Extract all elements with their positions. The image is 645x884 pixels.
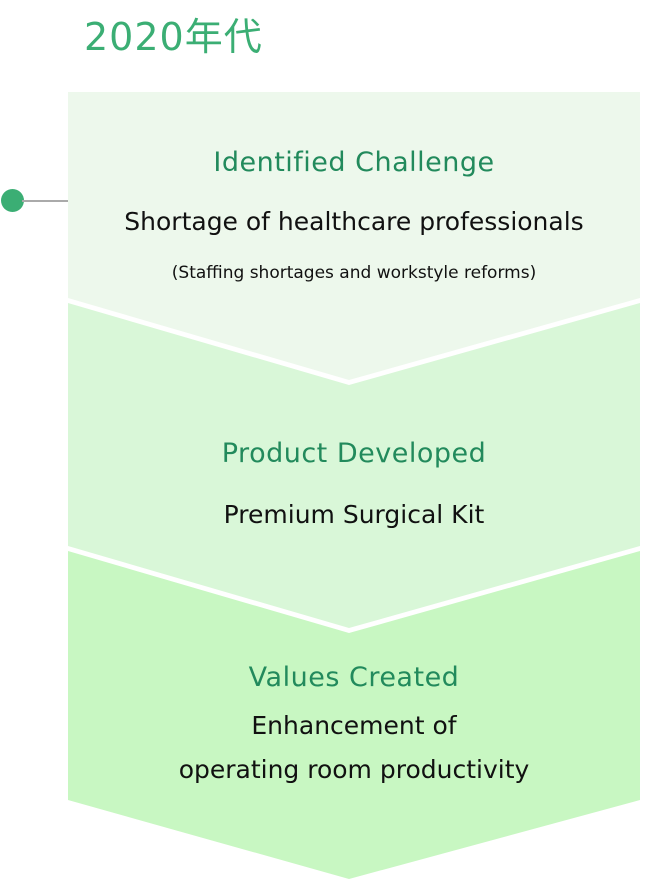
panel-values-main-line-2: operating room productivity [178,755,530,784]
panel-challenge-main: Shortage of healthcare professionals [124,207,584,236]
era-title: 2020年代 [84,15,263,59]
panel-product-heading: Product Developed [221,438,487,469]
timeline-dot [1,189,24,212]
timeline-connector-line [22,200,68,202]
panel-challenge-shape [68,92,640,380]
panel-values-main-line-1: Enhancement of [251,711,457,740]
panel-product-shape [68,303,640,628]
panel-values-shape [68,551,640,879]
panel-values-heading: Values Created [248,662,460,693]
panel-challenge-heading: Identified Challenge [213,147,495,178]
panel-product-main: Premium Surgical Kit [223,500,485,529]
panel-challenge-sub: (Staffing shortages and workstyle reform… [171,263,537,283]
